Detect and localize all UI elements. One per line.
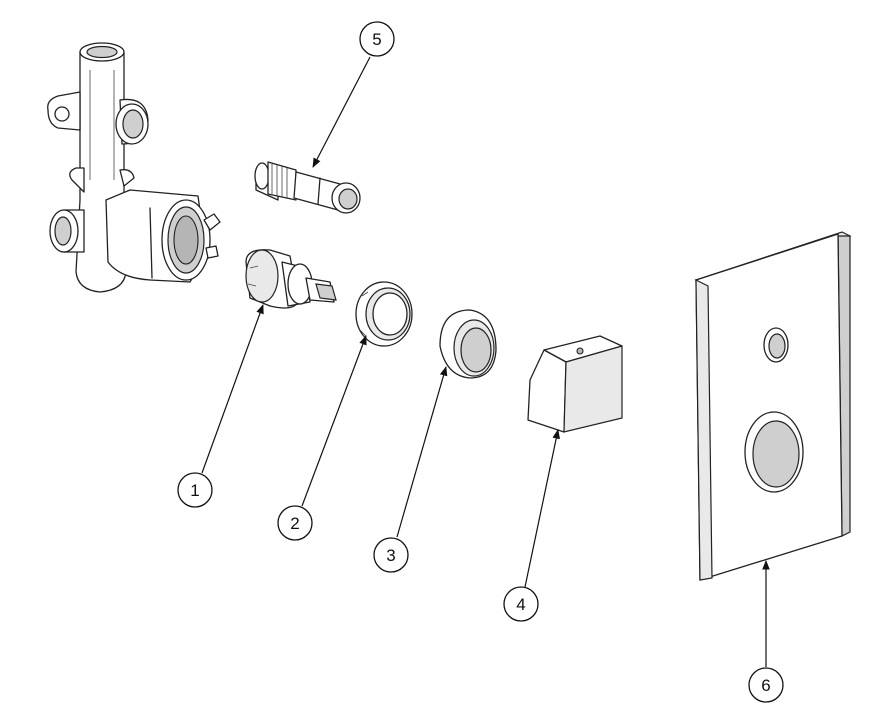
callout-3: 3 — [373, 537, 409, 573]
part-2-ring-nut — [355, 281, 413, 347]
leader-1 — [201, 304, 264, 474]
callout-2-label: 2 — [290, 514, 299, 533]
part-4-handle — [527, 335, 623, 433]
leader-3 — [396, 366, 448, 538]
part-1-cartridge — [245, 249, 337, 309]
callout-1-label: 1 — [190, 481, 199, 500]
valve-body — [47, 42, 221, 293]
callout-4: 4 — [503, 586, 539, 622]
callout-3-label: 3 — [386, 546, 395, 565]
part-6-cover-plate — [694, 231, 852, 581]
part-5-diverter-spindle — [254, 161, 361, 214]
leader-2 — [301, 335, 367, 507]
leader-5 — [312, 56, 371, 168]
callout-6-label: 6 — [761, 676, 770, 695]
callout-5: 5 — [359, 21, 395, 57]
callout-6: 6 — [748, 667, 784, 703]
callout-2: 2 — [277, 505, 313, 541]
part-3-cover-cap — [439, 309, 497, 379]
callout-5-label: 5 — [372, 30, 381, 49]
callout-4-label: 4 — [516, 595, 525, 614]
leader-lines — [201, 56, 770, 667]
callout-1: 1 — [177, 472, 213, 508]
leader-4 — [524, 429, 560, 588]
